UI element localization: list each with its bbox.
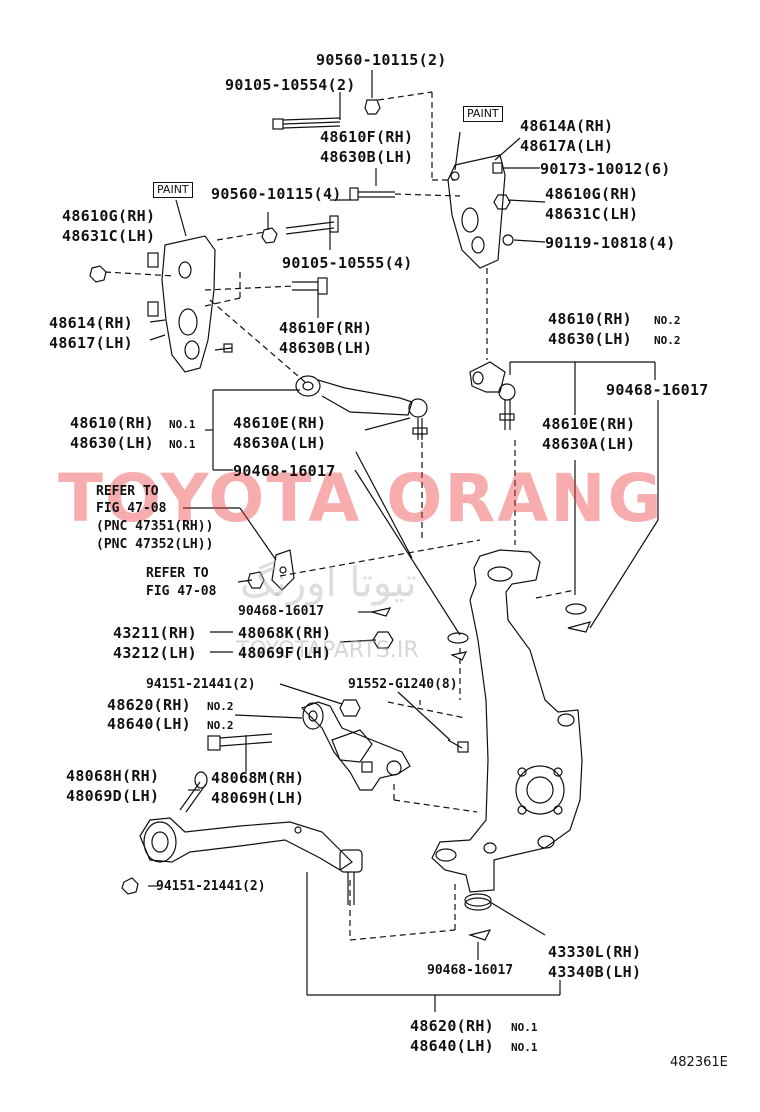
diagram-id: 482361E	[670, 1055, 728, 1070]
watermark-arabic: تيوتا اورنگ	[240, 560, 417, 606]
tag-no1-b: NO.1	[169, 438, 196, 451]
leader-lines	[148, 70, 659, 1012]
label-43211: 43211(RH)	[113, 624, 197, 642]
label-48068M: 48068M(RH)	[211, 769, 305, 787]
label-94151-21441-a: 94151-21441(2)	[146, 677, 256, 692]
label-48069H: 48069H(LH)	[211, 789, 305, 807]
label-48610-no1: 48610(RH)	[70, 414, 154, 432]
label-48630-no2: 48630(LH)	[548, 330, 632, 348]
bolt-48068M	[207, 733, 273, 751]
label-48610E-center: 48610E(RH)	[233, 414, 327, 432]
tag-no1-a: NO.1	[169, 418, 196, 431]
label-48614A: 48614A(RH)	[520, 117, 614, 135]
label-48630A-center: 48630A(LH)	[233, 434, 327, 452]
label-90560-10115-mid: 90560-10115(4)	[211, 185, 342, 203]
label-90468-16017-bottom: 90468-16017	[427, 963, 514, 978]
label-90468-16017-mid: 90468-16017	[238, 604, 325, 619]
tag-no2-c: NO.2	[207, 700, 234, 713]
label-90560-10115-top: 90560-10115(2)	[316, 51, 447, 69]
label-48617: 48617(LH)	[49, 334, 133, 352]
bolt-48068H	[179, 771, 208, 813]
label-48630-no1: 48630(LH)	[70, 434, 154, 452]
upper-arm-no2	[469, 361, 516, 430]
bracket-48614A	[447, 154, 514, 269]
tag-no1-d: NO.1	[511, 1041, 538, 1054]
label-48640-no2: 48640(LH)	[107, 715, 191, 733]
label-48620-no2: 48620(RH)	[107, 696, 191, 714]
watermark-toyota-orang: TOYOTA ORANG	[58, 460, 664, 537]
label-48610F-top: 48610F(RH)	[320, 128, 414, 146]
label-48610-no2: 48610(RH)	[548, 310, 632, 328]
label-43212: 43212(LH)	[113, 644, 197, 662]
label-94151-21441-b: 94151-21441(2)	[156, 879, 266, 894]
stabilizer-link-bracket	[247, 549, 295, 591]
label-48610F-mid: 48610F(RH)	[279, 319, 373, 337]
refer-fig-text-2a: REFER TO	[146, 566, 209, 581]
nut-90560-10115-mid	[261, 227, 278, 244]
label-48617A: 48617A(LH)	[520, 137, 614, 155]
bolt-48610F-top	[349, 187, 395, 201]
label-48068H: 48068H(RH)	[66, 767, 160, 785]
label-48614: 48614(RH)	[49, 314, 133, 332]
refer-fig-text-2b: FIG 47-08	[146, 584, 217, 599]
bracket-48614	[89, 235, 233, 373]
cotter-pin-90468-b	[467, 929, 492, 941]
watermark-parts-site: TOYOTAPARTS.IR	[236, 638, 419, 663]
steering-knuckle-43211	[431, 549, 583, 893]
upper-arm-no1	[295, 375, 428, 440]
label-48631C-left: 48631C(LH)	[62, 227, 156, 245]
label-48069F: 48069F(LH)	[238, 644, 332, 662]
nut-upper-knuckle	[447, 632, 469, 661]
paint-tag-right: PAINT	[463, 106, 503, 122]
label-48640-no1: 48640(LH)	[410, 1037, 494, 1055]
label-48610G-right: 48610G(RH)	[545, 185, 639, 203]
tag-no2-b: NO.2	[654, 334, 681, 347]
label-91552-G1240: 91552-G1240(8)	[348, 677, 458, 692]
bolt-90105-10555	[285, 215, 339, 235]
label-48630B-top: 48630B(LH)	[320, 148, 414, 166]
label-90105-10554: 90105-10554(2)	[225, 76, 356, 94]
label-90105-10555: 90105-10555(4)	[282, 254, 413, 272]
nut-43330L	[464, 893, 492, 911]
label-48069D: 48069D(LH)	[66, 787, 160, 805]
lower-arm-no2	[300, 699, 411, 791]
paint-tag-left: PAINT	[153, 182, 193, 198]
tag-no2-d: NO.2	[207, 719, 234, 732]
refer-fig-text-1d: (PNC 47352(LH))	[96, 537, 214, 552]
nut-90560-10115-top	[364, 99, 381, 115]
label-43330L: 43330L(RH)	[548, 943, 642, 961]
label-48630A-right: 48630A(LH)	[542, 435, 636, 453]
bolt-48610F-mid	[292, 277, 328, 295]
label-90468-16017-right: 90468-16017	[606, 381, 709, 399]
nut-48068K	[372, 631, 394, 649]
alignment-dashes	[104, 91, 576, 941]
label-48631C-right: 48631C(LH)	[545, 205, 639, 223]
label-90173-10012: 90173-10012(6)	[540, 160, 671, 178]
lower-arm-no1	[121, 817, 363, 905]
label-48620-no1: 48620(RH)	[410, 1017, 494, 1035]
label-48630B-mid: 48630B(LH)	[279, 339, 373, 357]
refer-fig-text-1c: (PNC 47351(RH))	[96, 519, 214, 534]
refer-fig-text-1a: REFER TO	[96, 484, 159, 499]
label-90468-16017-center: 90468-16017	[233, 462, 336, 480]
label-90119-10818: 90119-10818(4)	[545, 234, 676, 252]
bolt-90105-10554	[272, 117, 341, 130]
tag-no2-a: NO.2	[654, 314, 681, 327]
label-43340B: 43340B(LH)	[548, 963, 642, 981]
refer-fig-text-1b: FIG 47-08	[96, 501, 167, 516]
tag-no1-c: NO.1	[511, 1021, 538, 1034]
label-48610G-left: 48610G(RH)	[62, 207, 156, 225]
nut-90468-r	[565, 603, 592, 633]
label-48068K: 48068K(RH)	[238, 624, 332, 642]
cotter-pin-90468-c	[371, 607, 392, 617]
label-48610E-right: 48610E(RH)	[542, 415, 636, 433]
bolt-91552-G1240	[447, 739, 469, 753]
